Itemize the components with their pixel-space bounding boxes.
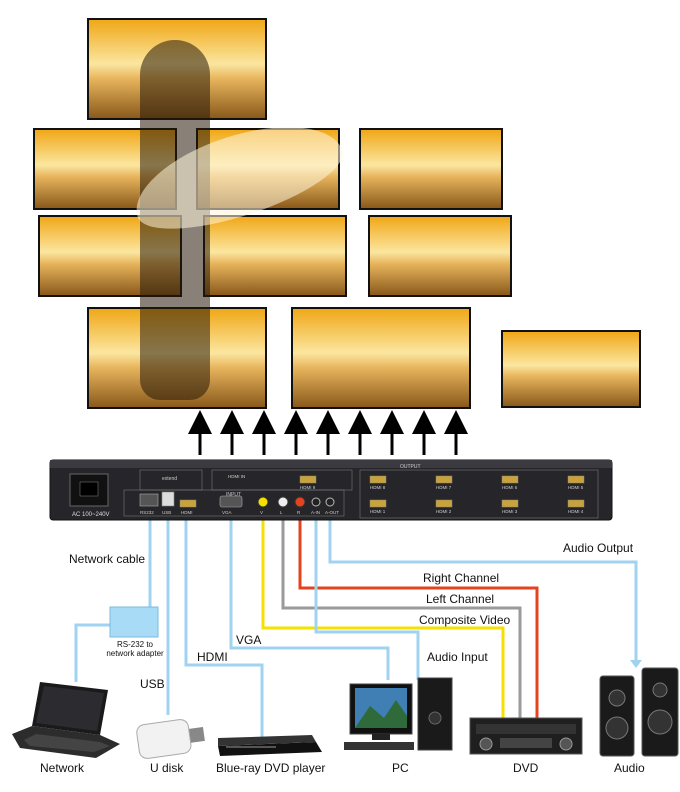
- bluray-device-label: Blue-ray DVD player: [216, 761, 326, 775]
- signal-arrows: [188, 410, 468, 455]
- rs232-port: [139, 493, 159, 507]
- left-rca-port: [277, 496, 289, 508]
- port-labels: RS232 USB HDMI VGA V L R A-IN A-OUT: [140, 510, 339, 515]
- port-label: L: [280, 510, 283, 515]
- network-device-label: Network: [40, 761, 85, 775]
- hdmi-output-port: [435, 475, 453, 484]
- rs232-adapter: [109, 606, 159, 638]
- hdmi-cable: [184, 505, 264, 738]
- hdmi-label: HDMI: [197, 650, 228, 664]
- port-label: VGA: [222, 510, 232, 515]
- pc-device-label: PC: [392, 761, 409, 775]
- hdmi-in-port: [179, 499, 197, 508]
- right-channel-cable: [298, 508, 539, 718]
- composite-video-cable: [261, 508, 505, 718]
- vga-label: VGA: [236, 633, 262, 647]
- right-channel-label: Right Channel: [423, 571, 500, 585]
- audio-input-cable: [314, 508, 420, 680]
- hdmi-output-label: HDMI 7: [436, 485, 452, 490]
- laptop-device: [12, 682, 120, 758]
- wall-panel: [368, 215, 512, 297]
- port-label: RS232: [140, 510, 154, 515]
- right-rca-port: [294, 496, 306, 508]
- hdmi-output-port: [369, 499, 387, 508]
- hdmi-output-port: [567, 475, 585, 484]
- audio-output-label: Audio Output: [563, 541, 634, 555]
- hdmi-output-label: HDMI 8: [370, 485, 386, 490]
- vga-port: [219, 495, 243, 508]
- port-label: HDMI: [181, 510, 193, 515]
- hdmi-output-port: [501, 475, 519, 484]
- cable-ends: [630, 660, 642, 668]
- pc-device: [344, 677, 453, 751]
- port-label: USB: [162, 510, 171, 515]
- port-label: A-OUT: [325, 510, 339, 515]
- hdmi-output-label: HDMI 1: [370, 509, 386, 514]
- dvd-amplifier-device: [469, 717, 583, 755]
- extend-label: extend: [162, 476, 177, 482]
- output-ports: HDMI 8 HDMI 7 HDMI 6 HDMI 5 HDMI 1 HDMI 2 HDMI…: [369, 475, 585, 514]
- hdmi-output-port: [435, 499, 453, 508]
- hdmi-output-label: HDMI 3: [502, 509, 518, 514]
- splicer-device: AC 100~240V extend INPUT HDMI IN OUTPUT …: [49, 459, 613, 521]
- hdmi-output-label: HDMI 2: [436, 509, 452, 514]
- port-label: R: [297, 510, 301, 515]
- audio-out-port: [325, 497, 335, 507]
- composite-video-label: Composite Video: [419, 613, 511, 627]
- dvd-device-label: DVD: [513, 761, 539, 775]
- hdmi-output-port: [567, 499, 585, 508]
- usb-label: USB: [140, 677, 165, 691]
- wall-panel: [203, 215, 347, 297]
- port-label: V: [260, 510, 263, 515]
- hdmi-output-label: HDMI 4: [568, 509, 584, 514]
- hdmi-output-label: HDMI 5: [568, 485, 584, 490]
- port-label: A-IN: [311, 510, 320, 515]
- audio-device-label: Audio: [614, 761, 645, 775]
- audio-in-port: [311, 497, 321, 507]
- wall-panel: [359, 128, 503, 210]
- usb-port: [161, 491, 175, 507]
- left-channel-label: Left Channel: [426, 592, 495, 606]
- hdmi-output-port: [501, 499, 519, 508]
- hdmi-9-label: HDMI 9: [300, 485, 316, 490]
- usb-disk-device: [136, 719, 205, 759]
- video-rca-port: [257, 496, 269, 508]
- udisk-device-label: U disk: [150, 761, 184, 775]
- wall-panel: [291, 307, 471, 409]
- hdmi-in-label: HDMI IN: [228, 474, 245, 479]
- output-label: OUTPUT: [400, 464, 421, 470]
- audio-input-label: Audio Input: [427, 650, 488, 664]
- adapter-label: RS-232 to network adapter: [106, 640, 164, 658]
- hdmi-output-port: [369, 475, 387, 484]
- speakers-device: [599, 667, 679, 757]
- network-cable-label: Network cable: [69, 552, 146, 566]
- left-channel-cable: [281, 508, 522, 718]
- input-label: INPUT: [226, 492, 241, 498]
- cables: [74, 505, 638, 738]
- hdmi-output-label: HDMI 6: [502, 485, 518, 490]
- audio-output-cable: [328, 508, 638, 662]
- wall-panel: [501, 330, 641, 408]
- power-label: AC 100~240V: [72, 512, 110, 518]
- bluray-player-device: [218, 735, 322, 756]
- vga-cable: [229, 508, 390, 680]
- adapter-to-laptop-cable: [74, 623, 110, 682]
- hdmi-9-port: [299, 475, 317, 484]
